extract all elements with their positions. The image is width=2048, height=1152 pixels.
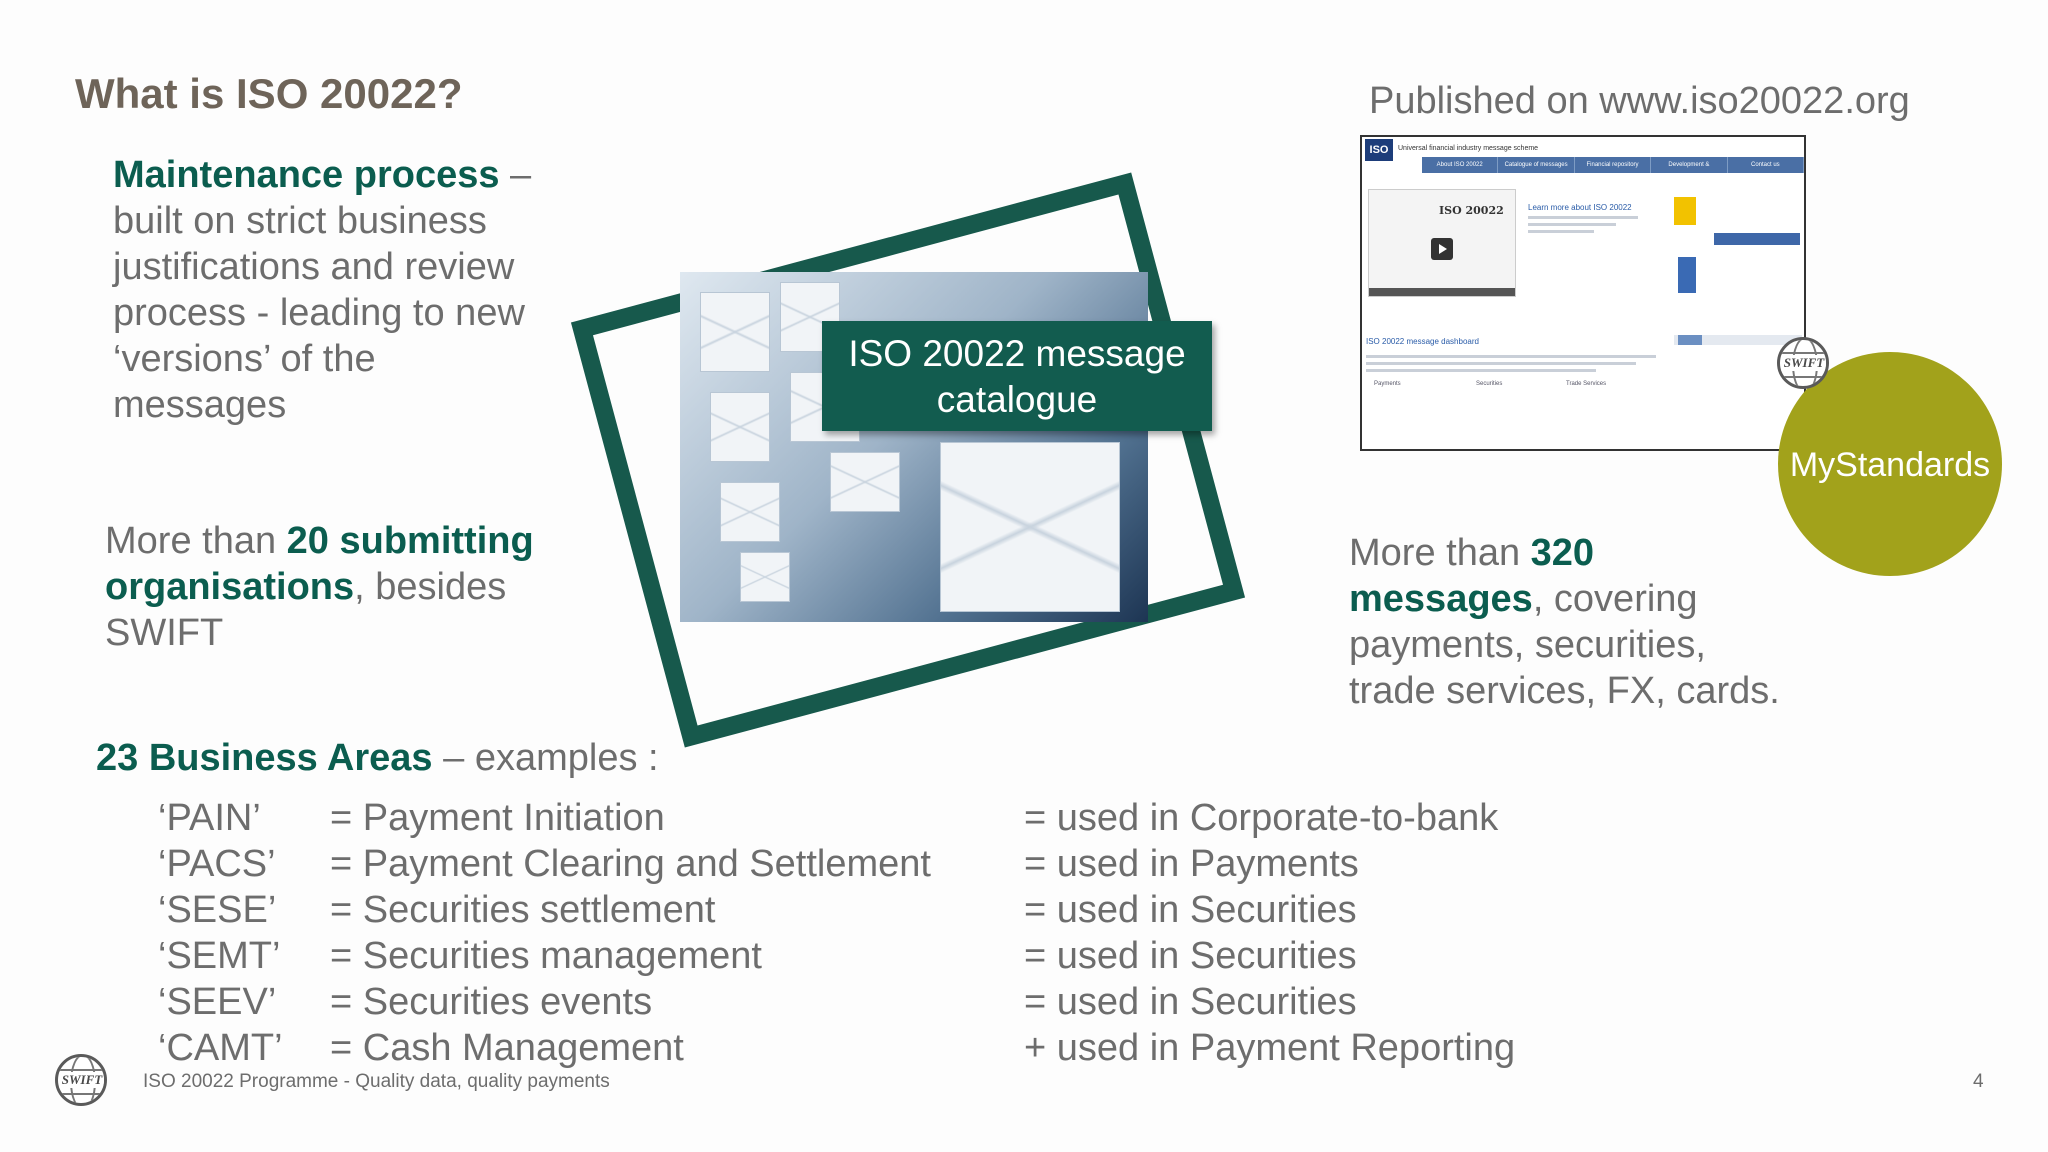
maintenance-line: justifications and review [113,246,515,288]
business-area-use: + used in Payment Reporting [1024,1027,1516,1069]
maintenance-line: messages [113,384,287,426]
business-area-row: ‘SEMT’ = Securities management = used in… [158,933,1558,979]
envelope-icon [720,482,780,542]
book-icon [1674,197,1696,225]
play-icon [1431,238,1453,260]
business-area-desc: = Securities settlement [330,889,716,931]
catalogue-label: ISO 20022 message catalogue [822,321,1212,431]
slide-title: What is ISO 20022? [75,70,463,117]
website-button [1714,233,1800,245]
website-columns: Payments Securities Trade Services [1366,351,1666,387]
website-sidebar [1674,197,1802,227]
messages-suffix: , covering [1532,578,1698,620]
business-areas-table: ‘PAIN’ = Payment Initiation = used in Co… [158,795,1558,1071]
iso-logo: ISO [1365,139,1393,161]
business-areas-heading: 23 Business Areas – examples : [96,737,659,780]
business-areas-suffix: – examples : [432,737,659,779]
website-video: ISO 20022 [1368,189,1516,297]
business-area-desc: = Securities events [330,981,653,1023]
business-area-row: ‘CAMT’ = Cash Management + used in Payme… [158,1025,1558,1071]
website-column-title: Trade Services [1566,381,1607,387]
business-area-use: = used in Payments [1024,843,1359,885]
envelope-icon [710,392,770,462]
envelope-icon [700,292,770,372]
video-title: ISO 20022 [1439,204,1504,217]
messages-count: 320 [1530,532,1595,574]
mystandards-label: MyStandards [1789,446,1991,484]
website-nav-item: About ISO 20022 [1422,157,1499,173]
business-area-code: ‘SEEV’ [158,981,277,1023]
page-number: 4 [1973,1071,1984,1092]
envelope-icon [940,442,1120,612]
footer-text: ISO 20022 Programme - Quality data, qual… [143,1071,610,1092]
website-screenshot: ISO Universal financial industry message… [1360,135,1806,451]
business-area-use: = used in Securities [1024,889,1357,931]
catalogue-line: ISO 20022 message [848,333,1186,374]
messages-line: trade services, FX, cards. [1349,670,1780,712]
maintenance-dash: – [499,154,532,196]
business-area-code: ‘SESE’ [158,889,277,931]
mystandards-circle [1778,352,2002,576]
website-nav-item: Development & maintenance [1651,157,1728,184]
business-area-code: ‘SEMT’ [158,935,281,977]
business-area-desc: = Cash Management [330,1027,684,1069]
swift-globe-icon: SWIFT [1777,337,1829,389]
business-area-desc: = Payment Initiation [330,797,665,839]
organisations-prefix: More than [105,520,287,562]
video-bar [1369,288,1515,296]
website-nav-item: Catalogue of messages [1498,157,1575,173]
business-area-code: ‘CAMT’ [158,1027,283,1069]
envelope-icon [830,452,900,512]
catalogue-line: catalogue [936,379,1098,420]
website-subtitle: Universal financial industry message sch… [1398,145,1539,152]
maintenance-line: ‘versions’ of the [113,338,376,380]
website-column-title: Payments [1374,381,1401,387]
business-area-row: ‘PAIN’ = Payment Initiation = used in Co… [158,795,1558,841]
messages-word: messages [1349,578,1533,620]
website-nav-item: Contact us [1728,157,1804,173]
envelope-icon [740,552,790,602]
website-tabs [1674,335,1802,345]
swift-footer-logo-icon: SWIFT [55,1054,107,1106]
maintenance-line: built on strict business [113,200,487,242]
business-area-desc: = Payment Clearing and Settlement [330,843,931,885]
swift-footer-logo-text: SWIFT [59,1072,104,1088]
swift-logo-text: SWIFT [1781,355,1826,371]
business-area-use: = used in Securities [1024,935,1357,977]
website-column-title: Securities [1476,381,1503,387]
website-nav: About ISO 20022 Catalogue of messages Fi… [1422,157,1804,184]
messages-prefix: More than [1349,532,1531,574]
business-area-use: = used in Securities [1024,981,1357,1023]
learn-more-heading: Learn more about ISO 20022 [1528,203,1632,212]
business-area-use: = used in Corporate-to-bank [1024,797,1499,839]
organisations-highlight: 20 submitting organisations [105,520,534,608]
book-icon [1678,257,1696,293]
business-area-code: ‘PAIN’ [158,797,261,839]
website-learn-more: Learn more about ISO 20022 [1528,203,1638,233]
business-area-row: ‘SEEV’ = Securities events = used in Sec… [158,979,1558,1025]
maintenance-line: process - leading to new [113,292,525,334]
website-nav-item: Financial repository [1575,157,1652,173]
organisations-text: More than 20 submitting organisations, b… [105,518,585,656]
messages-line: payments, securities, [1349,624,1706,666]
published-text: Published on www.iso20022.org [1369,80,1910,122]
organisations-last: SWIFT [105,612,224,654]
business-area-code: ‘PACS’ [158,843,276,885]
business-area-row: ‘PACS’ = Payment Clearing and Settlement… [158,841,1558,887]
business-areas-title: 23 Business Areas [96,737,433,779]
messages-text: More than 320 messages, covering payment… [1349,530,1849,714]
business-area-desc: = Securities management [330,935,762,977]
organisations-suffix: , besides [354,566,507,608]
maintenance-heading: Maintenance process [113,154,500,196]
business-area-row: ‘SESE’ = Securities settlement = used in… [158,887,1558,933]
website-dashboard-title: ISO 20022 message dashboard [1366,337,1479,346]
maintenance-text: Maintenance process – built on strict bu… [113,152,583,428]
